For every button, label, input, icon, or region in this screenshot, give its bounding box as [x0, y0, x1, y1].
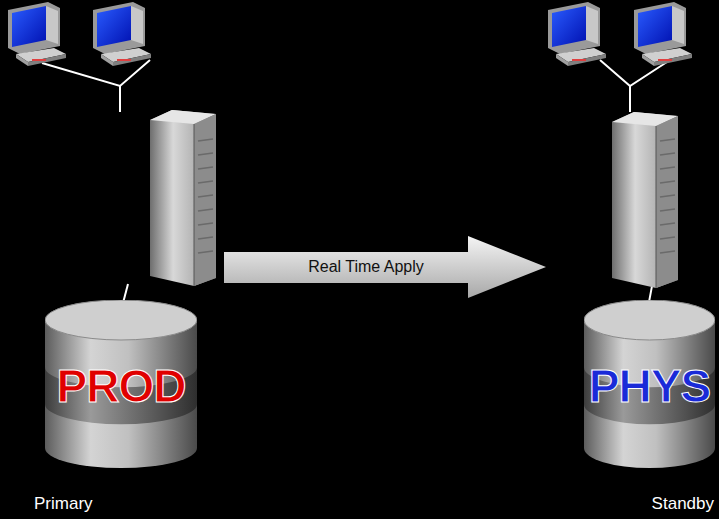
arrow-label: Real Time Apply [308, 259, 424, 275]
database-cylinder: PHYS [584, 300, 715, 468]
role-label: Primary [34, 494, 93, 514]
database-cylinder: PROD [45, 300, 197, 468]
database-name: PHYS [589, 363, 710, 409]
client-wires [42, 60, 670, 322]
process-arrow: Real Time Apply [224, 236, 546, 298]
database-name: PROD [57, 363, 186, 409]
role-label: Standby [652, 494, 714, 514]
